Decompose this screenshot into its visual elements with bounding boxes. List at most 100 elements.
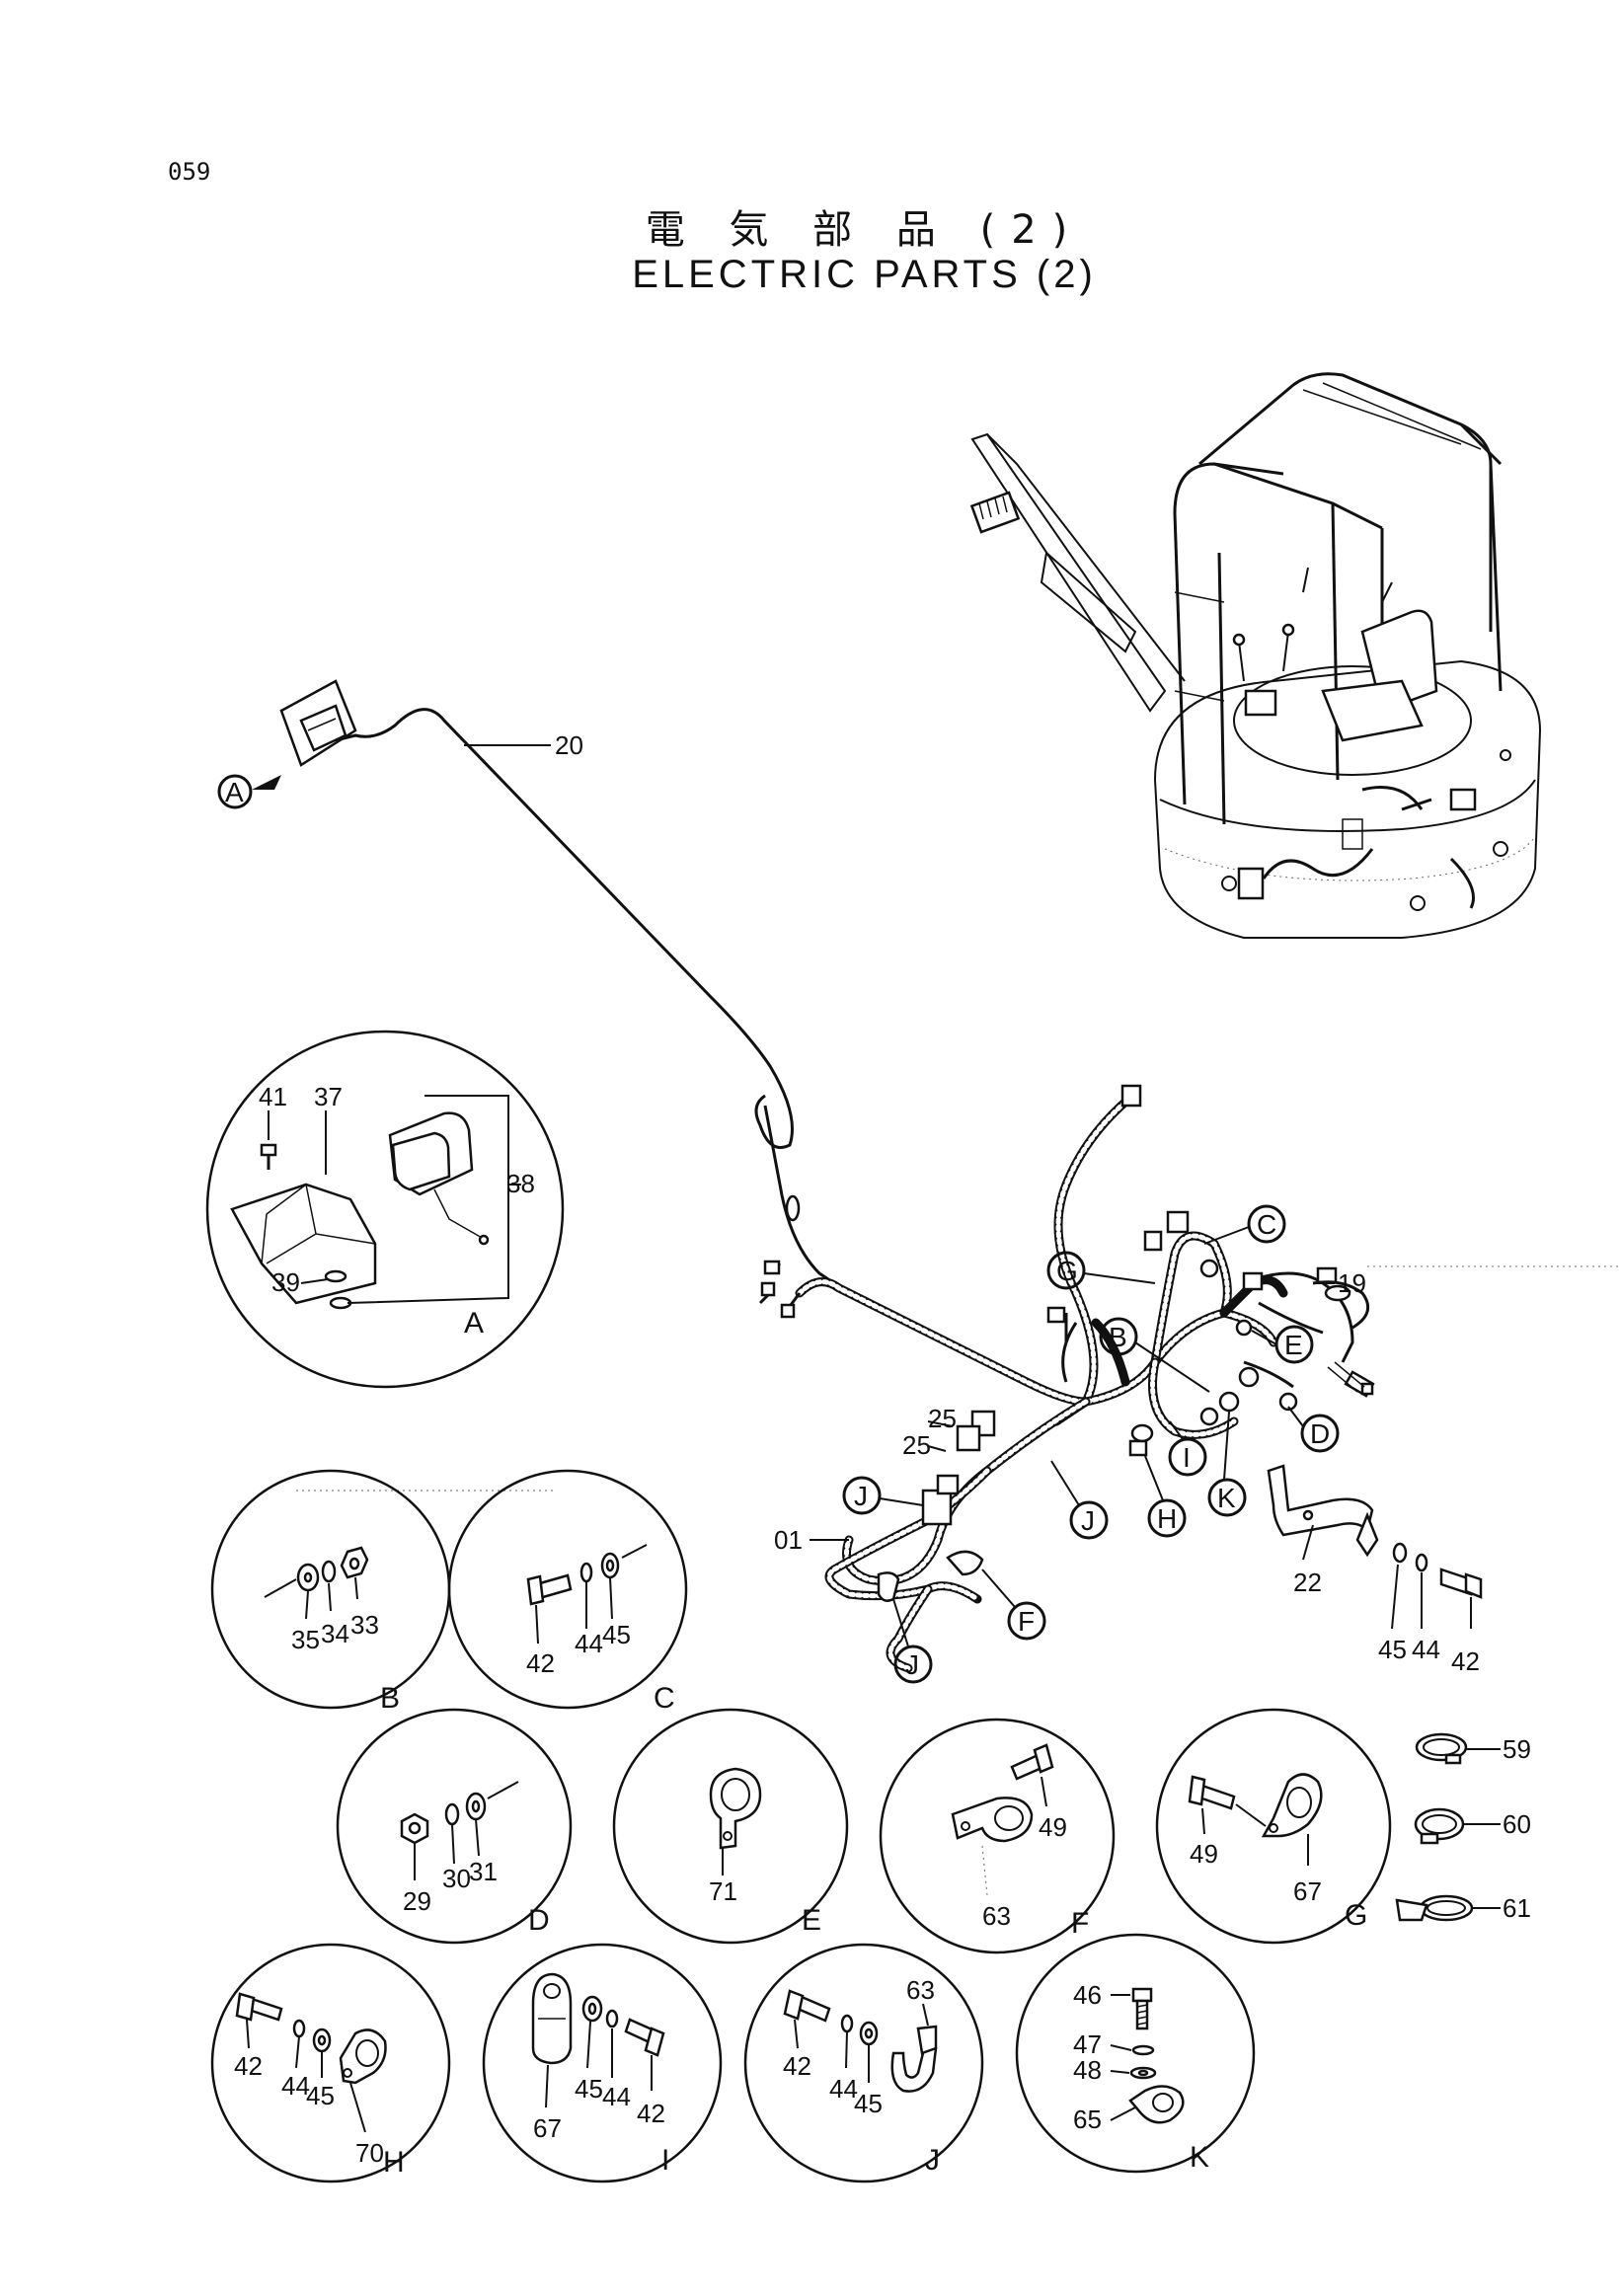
- cable-tie-60: 60: [1414, 1807, 1531, 1845]
- callout-label: 49: [1039, 1812, 1067, 1842]
- callout-label: 63: [982, 1901, 1011, 1931]
- callout-label: 46: [1073, 1980, 1102, 2010]
- reference-marker-a-label: A: [225, 777, 244, 807]
- reference-marker-c: C: [1203, 1204, 1286, 1245]
- reference-marker-j-right: J: [1050, 1460, 1109, 1540]
- cable-tie-59: 59: [1415, 1732, 1531, 1765]
- callout-label: 45: [854, 2089, 883, 2118]
- callout-label: 65: [1073, 2105, 1102, 2134]
- svg-text:G: G: [1056, 1256, 1078, 1286]
- callout-label: 59: [1503, 1734, 1531, 1764]
- detail-view-h: H 42 44 45 70: [210, 1943, 451, 2183]
- callout-label: 71: [709, 1876, 737, 1906]
- reference-marker-a: [217, 774, 281, 809]
- callout-label: 29: [403, 1886, 431, 1916]
- callout-label: 20: [555, 730, 583, 760]
- svg-text:K: K: [1217, 1483, 1236, 1513]
- reference-marker-b: B: [1099, 1317, 1210, 1393]
- page-number: 059: [168, 158, 211, 186]
- work-light-assembly: [279, 679, 850, 1295]
- svg-text:H: H: [1157, 1503, 1177, 1534]
- reference-marker-h: H: [1144, 1455, 1187, 1538]
- svg-text:G: G: [1345, 1899, 1367, 1932]
- reference-marker-j-left: J: [842, 1476, 924, 1515]
- main-diagram-callouts: 20 19 25 25 01 22 45 44 42: [555, 730, 1483, 1676]
- detail-view-i: I 67 45 44 42: [482, 1943, 723, 2183]
- callout-label: 45: [1378, 1635, 1407, 1664]
- reference-marker-g: G: [1046, 1251, 1156, 1290]
- svg-text:A: A: [464, 1307, 484, 1339]
- callout-label: 61: [1503, 1893, 1531, 1923]
- callout-label: 42: [1451, 1646, 1480, 1676]
- callout-label: 48: [1073, 2055, 1102, 2085]
- main-wire-harness: [758, 1084, 1379, 1673]
- callout-label: 42: [783, 2051, 811, 2081]
- callout-label: 44: [1412, 1635, 1440, 1664]
- reference-marker-f: F: [981, 1569, 1046, 1641]
- callout-label: 45: [306, 2081, 335, 2110]
- callout-label: 70: [355, 2138, 384, 2168]
- callout-label: 01: [774, 1525, 803, 1555]
- svg-text:J: J: [854, 1481, 868, 1511]
- cable-tie-61: 61: [1395, 1893, 1531, 1923]
- callout-label: 67: [533, 2113, 562, 2143]
- callout-label: 42: [637, 2099, 665, 2128]
- callout-label: 45: [602, 1620, 631, 1649]
- callout-label: 37: [314, 1082, 343, 1111]
- reference-marker-e: E: [1251, 1325, 1314, 1364]
- callout-label: 25: [902, 1430, 931, 1460]
- svg-text:F: F: [1071, 1907, 1089, 1940]
- svg-text:E: E: [802, 1904, 821, 1937]
- svg-text:I: I: [661, 2144, 669, 2177]
- harness-reference-markers: G C E B D: [842, 1204, 1340, 1684]
- detail-view-f: F 49 63: [879, 1718, 1116, 1954]
- callout-label: 35: [291, 1625, 320, 1654]
- detail-view-k: K 46 47 48 65: [1015, 1933, 1256, 2174]
- callout-label: 42: [234, 2051, 263, 2081]
- excavator-overview-illustration: [969, 372, 1542, 939]
- callout-label: 45: [575, 2074, 603, 2104]
- callout-label: 19: [1338, 1268, 1366, 1298]
- callout-label: 39: [271, 1267, 300, 1297]
- callout-label: 44: [602, 2082, 631, 2111]
- detail-view-e: E 71: [612, 1708, 849, 1945]
- detail-view-d: D 29 30 31: [336, 1708, 573, 1945]
- detail-view-g: G 49 67: [1155, 1708, 1392, 1945]
- svg-text:C: C: [1257, 1209, 1276, 1240]
- svg-text:K: K: [1190, 2141, 1209, 2174]
- svg-text:J: J: [905, 1649, 919, 1680]
- reference-marker-j-bottom: J: [892, 1598, 933, 1684]
- svg-text:B: B: [380, 1682, 400, 1715]
- svg-text:J: J: [1081, 1505, 1095, 1536]
- svg-text:B: B: [1109, 1322, 1127, 1352]
- callout-label: 44: [281, 2071, 310, 2101]
- callout-label: 44: [575, 1629, 603, 1658]
- svg-text:C: C: [654, 1682, 675, 1715]
- callout-label: 44: [829, 2074, 858, 2104]
- callout-label: 22: [1293, 1568, 1322, 1597]
- reference-marker-k: K: [1207, 1411, 1247, 1517]
- detail-view-j: J 42 44 45 63: [743, 1943, 984, 2183]
- callout-label: 49: [1190, 1839, 1218, 1869]
- detail-view-c: C 42 44 45: [447, 1469, 688, 1715]
- reference-marker-i: I: [1168, 1420, 1207, 1477]
- svg-text:F: F: [1018, 1606, 1035, 1637]
- callout-label: 63: [906, 1975, 935, 2005]
- svg-text:D: D: [1310, 1418, 1330, 1449]
- svg-text:J: J: [925, 2144, 940, 2177]
- callout-label: 38: [506, 1169, 535, 1198]
- detail-view-b: B 35 34 33: [210, 1469, 451, 1715]
- svg-text:E: E: [1284, 1330, 1303, 1360]
- callout-label: 25: [928, 1404, 957, 1433]
- callout-label: 67: [1293, 1876, 1322, 1906]
- callout-label: 41: [259, 1082, 287, 1111]
- callout-label: 31: [469, 1857, 498, 1886]
- page-title-english: ELECTRIC PARTS (2): [632, 253, 1097, 296]
- callout-label: 34: [321, 1619, 349, 1648]
- callout-label: 60: [1503, 1809, 1531, 1839]
- callout-label: 42: [526, 1648, 555, 1678]
- callout-label: 47: [1073, 2029, 1102, 2059]
- page-title-japanese: 電 気 部 品 (2): [645, 207, 1084, 253]
